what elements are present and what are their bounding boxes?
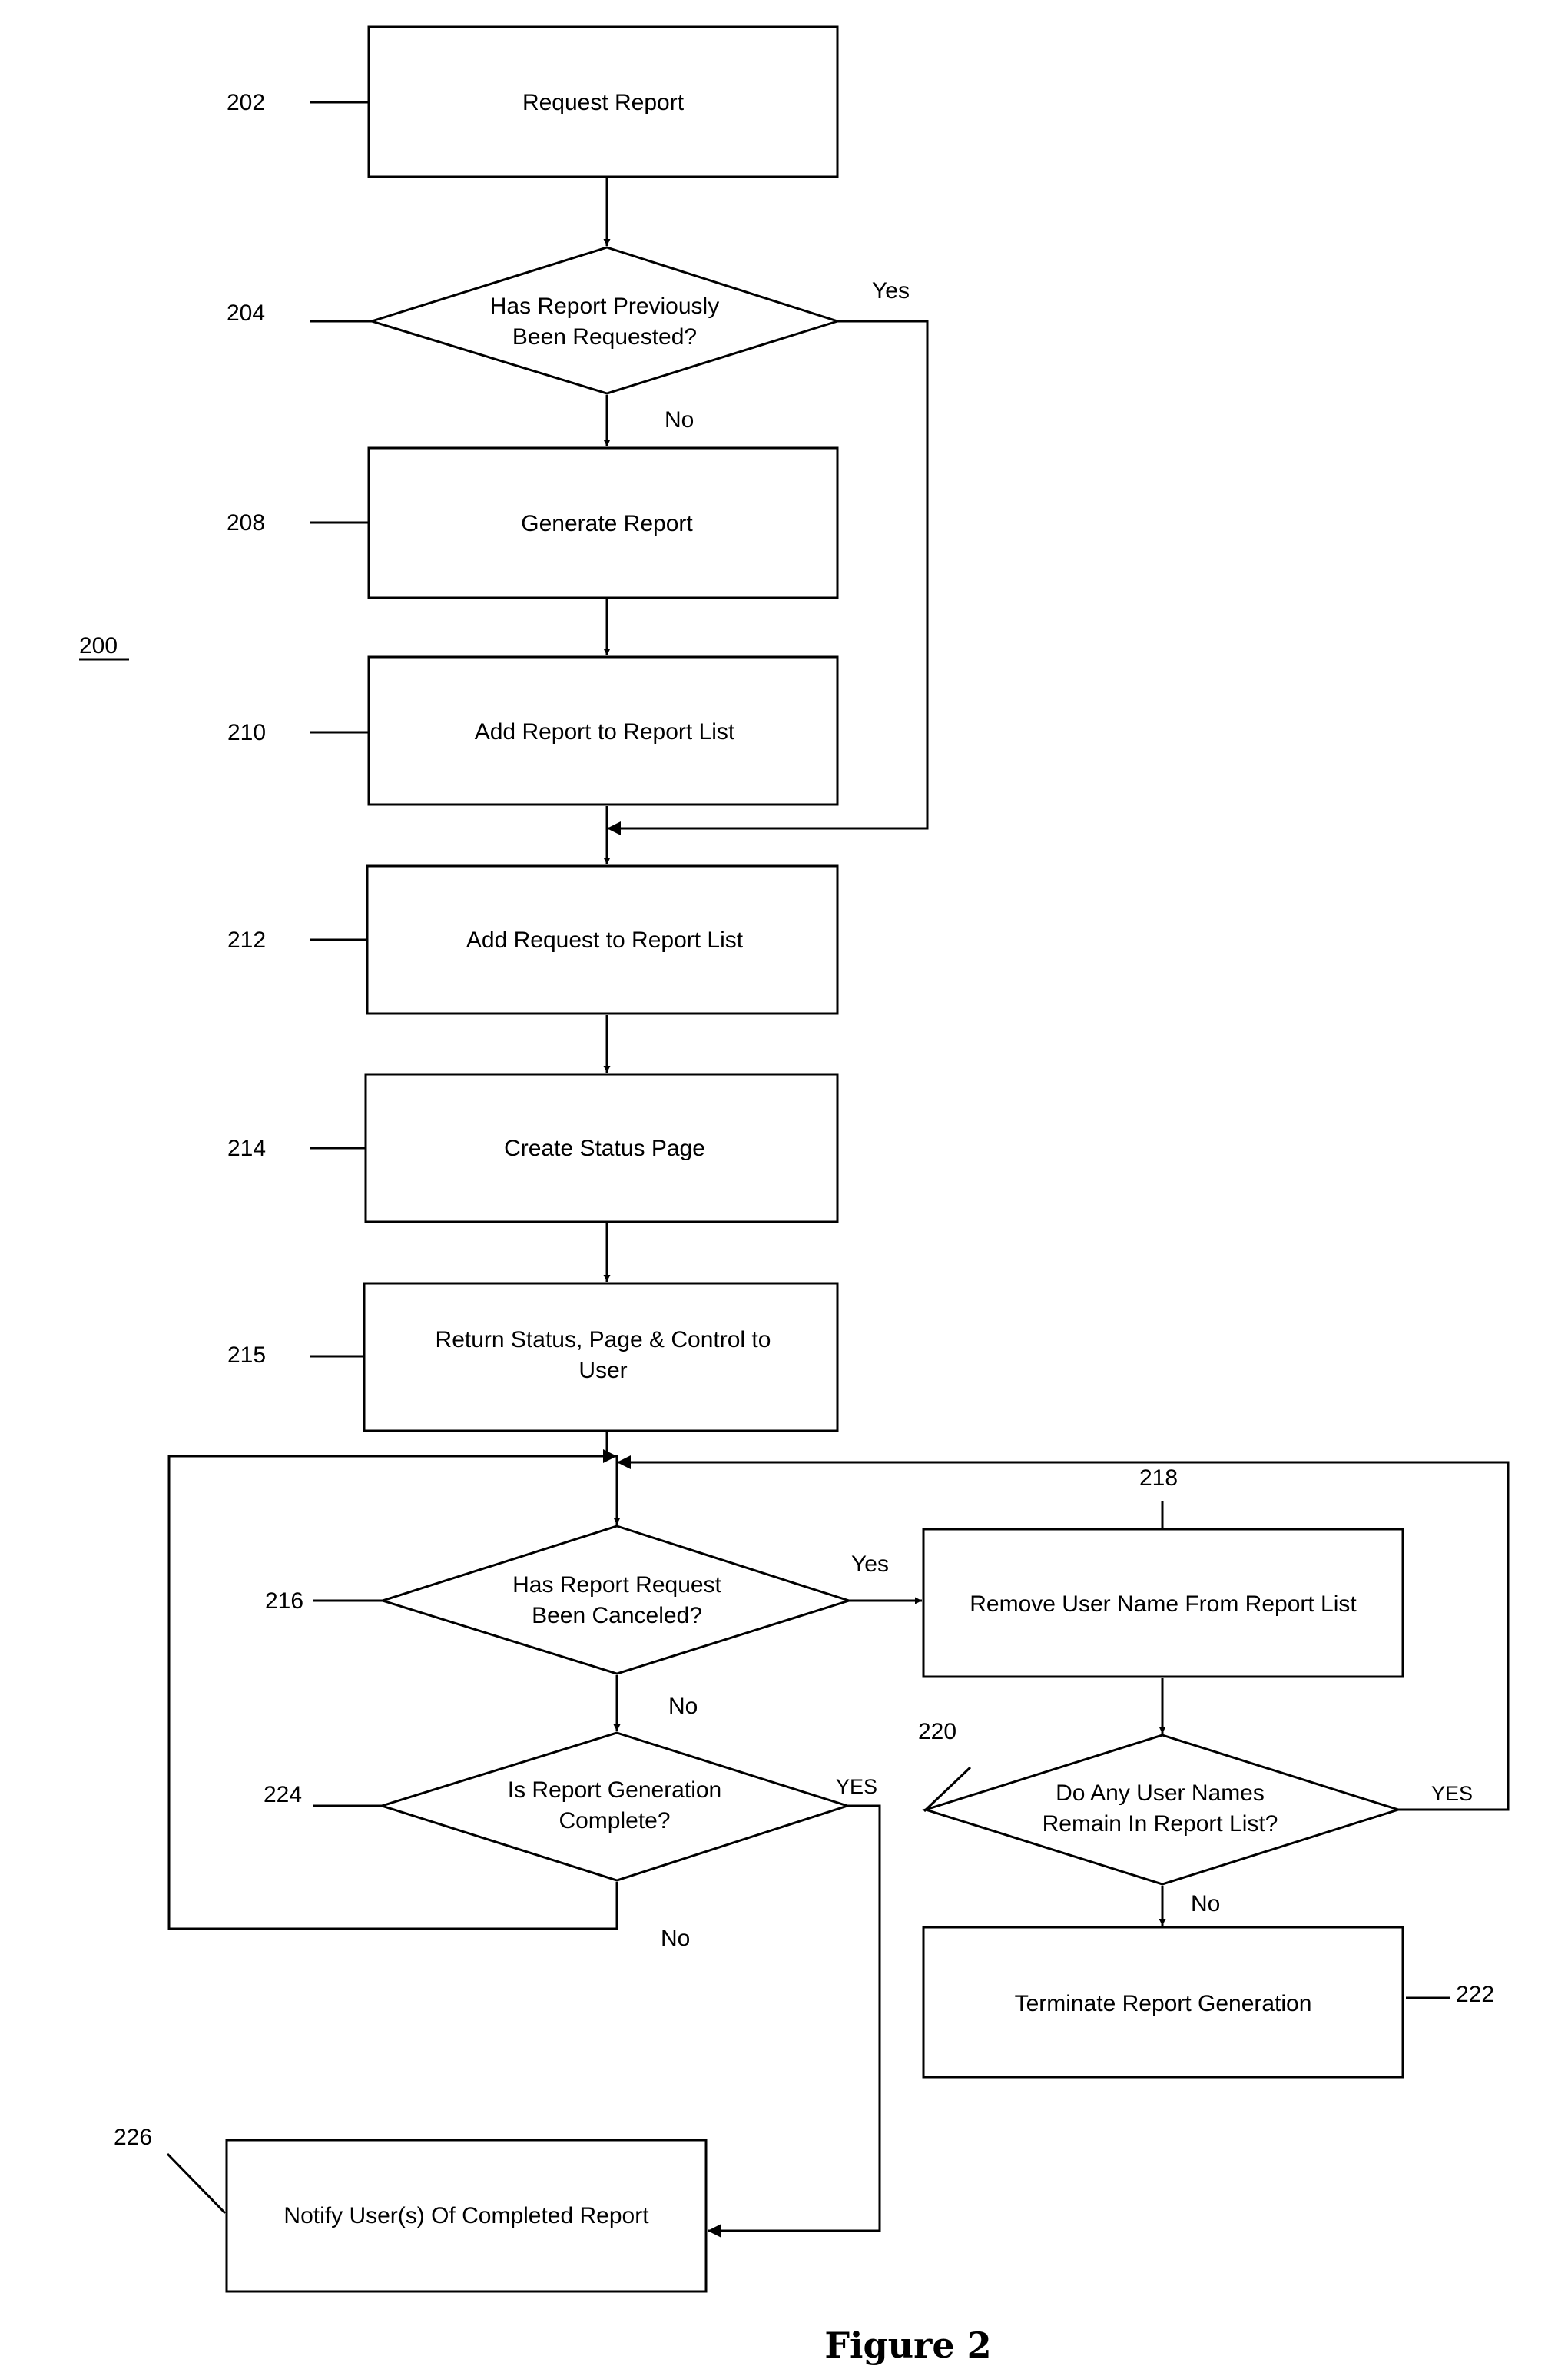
ref-215: 215 (227, 1342, 266, 1368)
edge-215-216 (607, 1432, 617, 1525)
node-218-text: Remove User Name From Report List (970, 1591, 1357, 1617)
node-204: Has Report Previously Been Requested? (372, 247, 837, 393)
figure-caption: Figure 2 (824, 2325, 991, 2366)
ref-226: 226 (114, 2125, 152, 2150)
edge-label-204-no: No (665, 407, 694, 433)
node-210-text: Add Report to Report List (475, 719, 735, 745)
node-214: Create Status Page (366, 1074, 837, 1222)
node-216-line2: Been Canceled? (532, 1603, 702, 1628)
leader-226 (167, 2154, 225, 2213)
node-202-text: Request Report (522, 90, 685, 115)
ref-208: 208 (227, 510, 265, 536)
node-224-line2: Complete? (559, 1808, 670, 1833)
ref-222: 222 (1456, 1982, 1494, 2007)
node-222: Terminate Report Generation (923, 1927, 1403, 2077)
ref-202: 202 (227, 90, 265, 115)
node-220-line1: Do Any User Names (1056, 1780, 1265, 1806)
ref-204: 204 (227, 300, 265, 326)
diagram-ref: 200 (79, 633, 118, 659)
edge-label-220-no: No (1191, 1891, 1220, 1916)
node-218: Remove User Name From Report List (923, 1529, 1403, 1677)
edge-label-216-yes: Yes (851, 1551, 889, 1577)
node-202: Request Report (369, 27, 837, 177)
edge-label-224-no: No (661, 1926, 690, 1951)
node-212-text: Add Request to Report List (466, 928, 744, 953)
edge-label-220-yes: YES (1431, 1782, 1473, 1805)
node-224-line1: Is Report Generation (508, 1777, 721, 1803)
node-215-line2: User (578, 1358, 627, 1383)
edge-label-216-no: No (668, 1694, 698, 1719)
node-204-line2: Been Requested? (512, 324, 697, 350)
ref-214: 214 (227, 1136, 266, 1161)
node-224: Is Report Generation Complete? (382, 1733, 847, 1880)
node-215-line1: Return Status, Page & Control to (436, 1327, 771, 1352)
node-220-line2: Remain In Report List? (1043, 1811, 1278, 1837)
node-216: Has Report Request Been Canceled? (383, 1526, 849, 1674)
ref-216: 216 (265, 1588, 303, 1614)
node-226: Notify User(s) Of Completed Report (227, 2140, 706, 2291)
node-226-text: Notify User(s) Of Completed Report (283, 2203, 649, 2228)
node-212: Add Request to Report List (367, 866, 837, 1014)
node-222-text: Terminate Report Generation (1015, 1991, 1312, 2016)
ref-210: 210 (227, 720, 266, 745)
node-216-line1: Has Report Request (512, 1572, 721, 1598)
ref-212: 212 (227, 928, 266, 953)
edge-label-224-yes: YES (836, 1775, 877, 1798)
node-204-line1: Has Report Previously (490, 294, 719, 319)
node-210: Add Report to Report List (369, 657, 837, 805)
node-220: Do Any User Names Remain In Report List? (926, 1735, 1398, 1884)
node-208-text: Generate Report (521, 511, 693, 536)
edge-label-204-yes: Yes (872, 278, 910, 304)
node-208: Generate Report (369, 448, 837, 598)
edge-224-yes-226 (708, 1806, 880, 2231)
ref-220: 220 (918, 1719, 956, 1744)
node-215: Return Status, Page & Control to User (364, 1283, 837, 1431)
node-214-text: Create Status Page (504, 1136, 705, 1161)
ref-224: 224 (264, 1782, 302, 1807)
ref-218: 218 (1139, 1465, 1178, 1491)
